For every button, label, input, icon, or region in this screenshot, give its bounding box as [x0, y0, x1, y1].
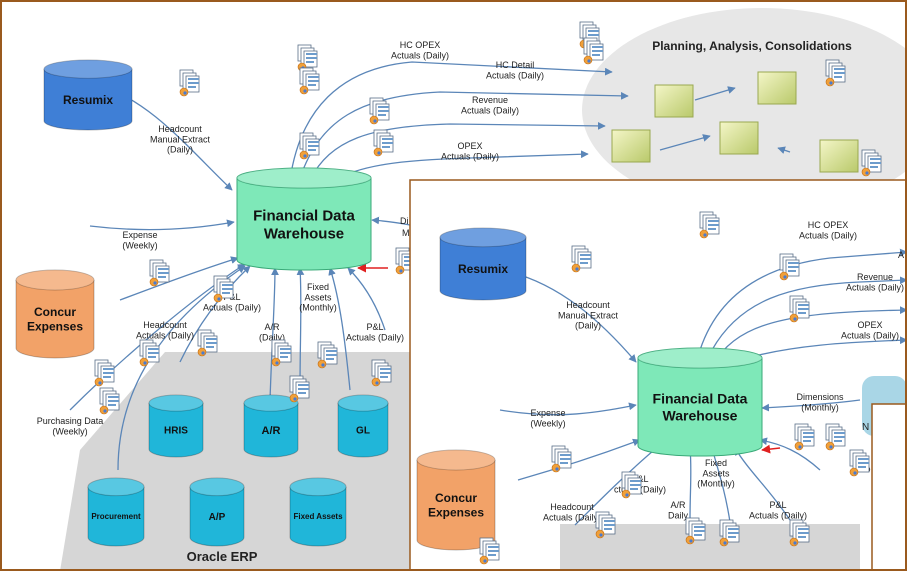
document-stack-icon	[299, 67, 320, 95]
flow-label-expense: Expense(Weekly)	[122, 230, 157, 250]
document-stack-icon	[213, 275, 234, 303]
flow-label-purchasing: Purchasing Data(Weekly)	[37, 416, 104, 436]
database-label: Resumix	[458, 262, 508, 276]
document-stack-icon	[794, 423, 815, 451]
ap-database: A/P	[189, 477, 245, 547]
document-stack-icon	[197, 329, 218, 357]
document-stack-icon	[849, 449, 870, 477]
document-stack-icon	[373, 129, 394, 157]
document-stack-icon	[99, 387, 120, 415]
document-stack-icon	[825, 59, 846, 87]
database-label: Fixed Assets	[293, 512, 343, 521]
planning-title: Planning, Analysis, Consolidations	[652, 39, 852, 53]
gl-database: GL	[337, 394, 389, 458]
database-label: Procurement	[91, 512, 141, 521]
resumix-database: Resumix	[43, 59, 133, 131]
front-resumix-database: Resumix	[439, 227, 527, 301]
document-stack-icon	[271, 339, 292, 367]
document-stack-icon	[551, 445, 572, 473]
oracle-erp-title: Oracle ERP	[187, 549, 258, 564]
document-stack-icon	[789, 519, 810, 547]
document-stack-icon	[621, 471, 642, 499]
document-stack-icon	[289, 375, 310, 403]
front-flow-label-a: A	[898, 250, 904, 260]
document-stack-icon	[369, 97, 390, 125]
database-label: HRIS	[164, 426, 188, 437]
front-flow-label-n: N	[862, 422, 869, 433]
document-stack-icon	[685, 517, 706, 545]
front-flow-label-dimensions: Dimensions(Monthly)	[796, 392, 844, 412]
document-stack-icon	[595, 511, 616, 539]
database-label: A/P	[209, 512, 226, 523]
database-label: A/R	[262, 425, 281, 437]
document-stack-icon	[699, 211, 720, 239]
document-stack-icon	[479, 537, 500, 565]
document-stack-icon	[789, 295, 810, 323]
olap-cube-icon	[654, 84, 694, 118]
document-stack-icon	[139, 339, 160, 367]
document-stack-icon	[94, 359, 115, 387]
database-label: Resumix	[63, 93, 113, 107]
front-flow-label-expense: Expense(Weekly)	[530, 408, 565, 428]
ar-database: A/R	[243, 394, 299, 458]
procurement-database: Procurement	[87, 477, 145, 547]
document-stack-icon	[297, 44, 318, 72]
document-stack-icon	[179, 69, 200, 97]
database-label: GL	[356, 426, 370, 437]
document-stack-icon	[719, 519, 740, 547]
olap-cube-icon	[611, 129, 651, 163]
hris-database: HRIS	[148, 394, 204, 458]
flow-label-m: M	[402, 228, 410, 238]
document-stack-icon	[149, 259, 170, 287]
olap-cube-icon	[757, 71, 797, 105]
olap-cube-icon	[819, 139, 859, 173]
document-stack-icon	[571, 245, 592, 273]
fixed-assets-database: Fixed Assets	[289, 477, 347, 547]
nested-panel	[871, 403, 907, 571]
document-stack-icon	[861, 149, 882, 177]
olap-cube-icon	[719, 121, 759, 155]
document-stack-icon	[299, 132, 320, 160]
flow-label-di: Di	[400, 216, 409, 226]
document-stack-icon	[779, 253, 800, 281]
document-stack-icon	[825, 423, 846, 451]
flow-label-ar: A/R(Daily)	[259, 322, 285, 342]
back-diagram: Planning, Analysis, Consolidations Oracl…	[15, 8, 907, 571]
document-stack-icon	[583, 37, 604, 65]
document-stack-icon	[317, 341, 338, 369]
document-stack-icon	[371, 359, 392, 387]
